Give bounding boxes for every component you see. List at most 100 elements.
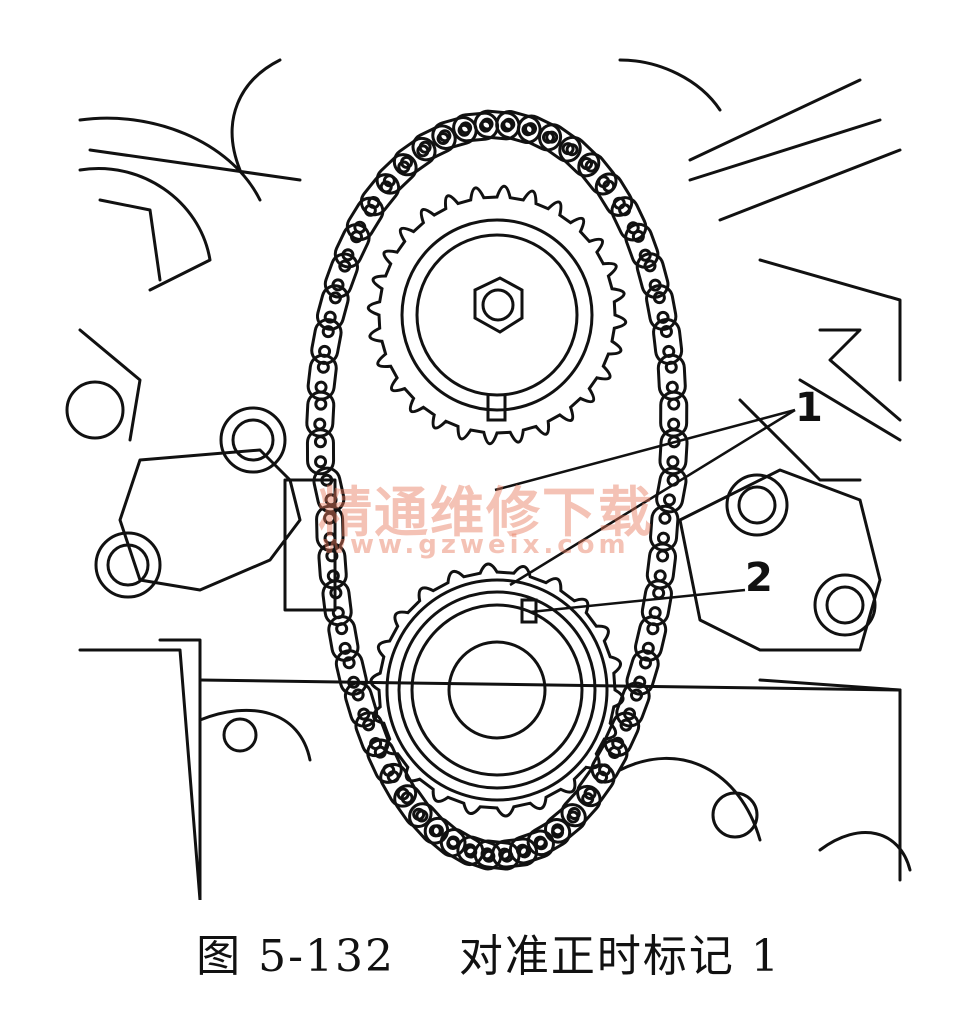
chain-pin — [347, 675, 361, 689]
chain-pin — [656, 310, 670, 324]
cam-sprocket-hub-outer — [400, 218, 594, 412]
cam-timing-notch — [486, 395, 507, 422]
chain-link-plate — [312, 466, 346, 514]
timing-chain-drawing — [65, 58, 912, 900]
housing-line — [88, 148, 302, 182]
chain-link-plate — [610, 196, 648, 242]
chain-link-plate — [558, 135, 601, 178]
chain-link-plate — [603, 711, 641, 757]
chain-pin — [351, 688, 365, 702]
housing-line — [798, 378, 902, 442]
bolts — [65, 380, 877, 839]
chain-link-plate — [375, 153, 418, 195]
chain-pin — [646, 622, 660, 636]
chain-link — [333, 223, 371, 269]
chain-pin — [464, 845, 478, 859]
chain-pin — [320, 473, 334, 487]
watermark-text: 精通维修下载 — [318, 481, 654, 544]
chain-link — [645, 284, 678, 331]
chain-link-plate — [343, 681, 379, 728]
chain-pin — [641, 641, 655, 655]
chain-pin — [566, 810, 580, 824]
chain-link-plate — [625, 649, 660, 696]
chain-pin — [482, 849, 496, 863]
chain-link-plate — [516, 114, 563, 152]
timing-chain-diagram — [65, 58, 912, 900]
crank-bore — [447, 640, 547, 740]
chain-pin — [662, 493, 676, 507]
chain-pin — [524, 122, 538, 136]
hole-lower-right — [711, 791, 759, 839]
housing-line — [230, 58, 282, 172]
chain-link — [635, 252, 670, 299]
chain-link-plate — [645, 284, 678, 331]
tensioner-bracket — [118, 448, 302, 592]
chain-link-plate — [431, 116, 478, 150]
chain-pin — [656, 531, 670, 545]
housing-line — [718, 148, 902, 222]
chain-link — [315, 284, 350, 331]
timing-chain — [305, 109, 689, 871]
camshaft-sprocket — [366, 184, 628, 446]
chain-pin — [619, 718, 633, 732]
chain-pin — [318, 344, 332, 358]
cam-bolt-center — [481, 288, 515, 322]
chain-link-plate — [615, 681, 651, 728]
chain-pin — [338, 641, 352, 655]
leader-1a — [494, 408, 796, 492]
housing-line — [688, 118, 882, 182]
chain-link-plate — [315, 284, 350, 331]
chain-pin — [664, 360, 678, 374]
chain-link-plate — [655, 466, 688, 514]
chain-link — [452, 111, 500, 143]
chain-pin — [321, 325, 335, 339]
chain-pin — [652, 291, 666, 305]
chain-pin — [323, 531, 337, 545]
chain-pin — [342, 656, 356, 670]
chain-link-plate — [452, 111, 500, 143]
chain-link-plate — [526, 818, 572, 857]
chain-link-plate — [379, 762, 418, 808]
chain-link-plate — [392, 136, 437, 177]
chain-link — [310, 318, 343, 365]
chain-pin — [631, 229, 645, 243]
chain-pin — [565, 143, 579, 157]
leader-2 — [529, 588, 746, 614]
chain-link-plate — [543, 803, 587, 844]
chain-pin — [353, 220, 367, 234]
chain-pin — [412, 807, 426, 821]
block-line — [78, 648, 202, 900]
chain-pin — [658, 511, 672, 525]
chain-pin — [518, 845, 532, 859]
chain-pin — [607, 746, 621, 760]
chain-pin — [667, 397, 681, 411]
chain-pin — [630, 688, 644, 702]
chain-pin — [314, 380, 328, 394]
housing-line — [818, 328, 902, 422]
cam-sprocket-teeth — [366, 184, 628, 446]
block-line — [158, 638, 202, 900]
chain-pin — [648, 278, 662, 292]
chain-pin — [341, 248, 355, 262]
chain-link-plate — [359, 173, 401, 217]
block-line — [198, 678, 902, 692]
chain-pin — [502, 117, 516, 131]
crank-sprocket-teeth — [369, 562, 625, 818]
chain-pin — [638, 656, 652, 670]
chain-pin — [313, 417, 327, 431]
chain-pin — [643, 259, 657, 273]
crankshaft-sprocket — [369, 562, 625, 818]
chain-pin — [667, 417, 681, 431]
chain-link-plate — [366, 738, 403, 784]
chain-link — [379, 762, 418, 808]
chain-pin — [438, 129, 452, 143]
crank-ring-outer — [385, 578, 609, 802]
chain-pin — [534, 837, 548, 851]
block-line — [198, 708, 312, 762]
housing-line — [618, 58, 722, 112]
chain-pin — [584, 159, 598, 173]
chain-link-plate — [538, 123, 582, 163]
block-line — [818, 831, 912, 872]
cam-bolt-hex — [473, 276, 524, 334]
chain-link — [576, 763, 616, 808]
